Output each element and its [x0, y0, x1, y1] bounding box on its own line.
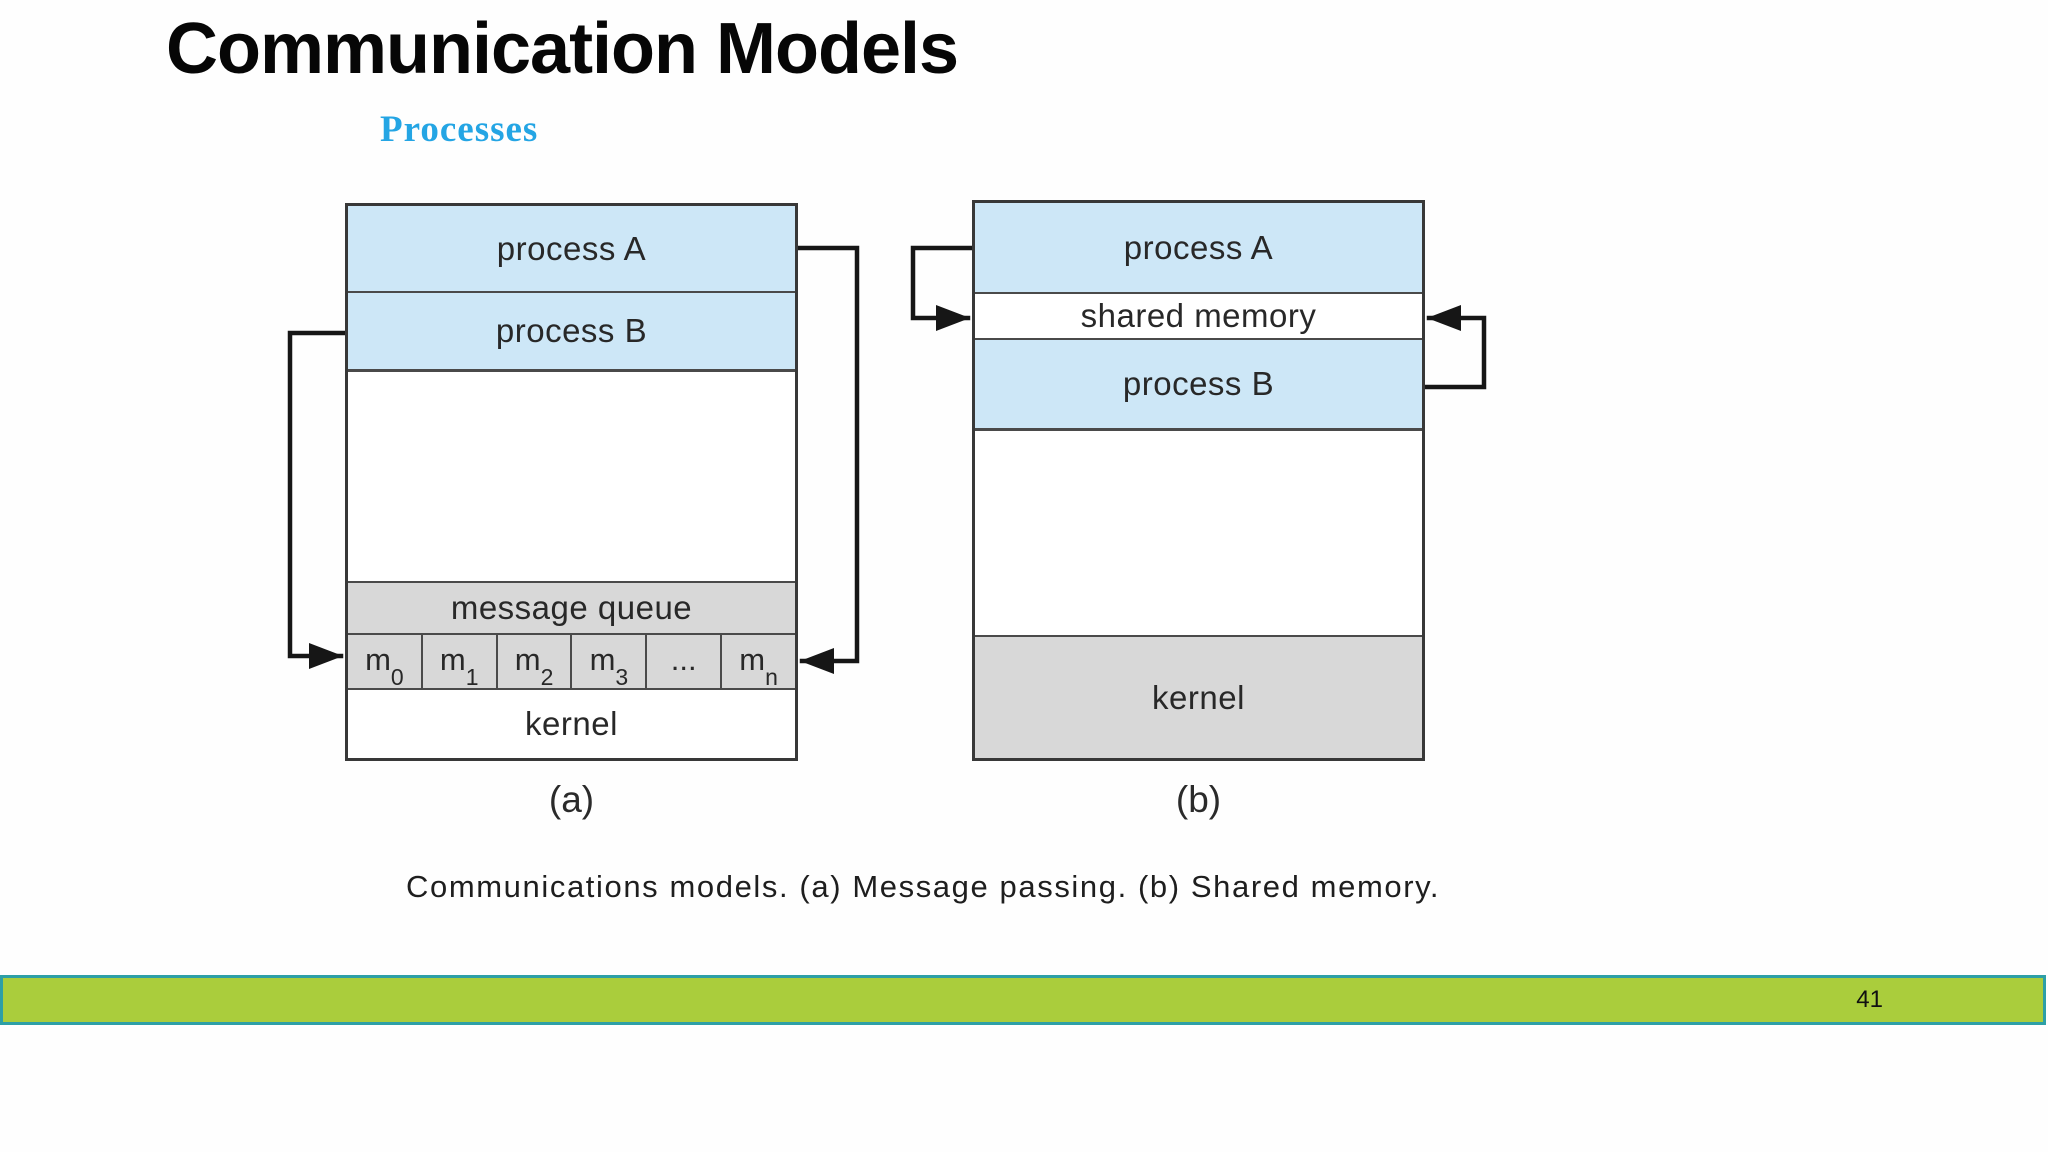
queue-cell-label: m0 — [365, 641, 404, 691]
arrow-process-a-to-queue — [793, 245, 860, 674]
figure-caption: Communications models. (a) Message passi… — [406, 869, 1441, 904]
queue-cell-m2: m2 — [495, 635, 571, 691]
diagram-a-process-a-row: process A — [348, 206, 795, 293]
diagram-b-process-b-row: process B — [975, 340, 1422, 431]
diagram-a-kernel-row: kernel — [348, 690, 795, 758]
queue-cell-m3: m3 — [570, 635, 646, 691]
arrow-process-b-to-shared-memory — [1420, 305, 1487, 390]
message-cells-row: m0 m1 m2 m3 ... mn — [348, 635, 795, 690]
queue-cell-label: ... — [670, 641, 697, 677]
diagram-a-empty-space — [348, 372, 795, 583]
footer-bar: 41 — [0, 975, 2046, 1025]
diagram-a-label: (a) — [548, 779, 595, 820]
queue-cell-m1: m1 — [420, 635, 496, 691]
diagram-b-kernel-row: kernel — [975, 637, 1422, 758]
arrow-process-b-to-queue — [287, 330, 350, 669]
queue-cell-mn: mn — [720, 635, 795, 691]
figure-heading: Processes — [380, 109, 539, 150]
diagram-a-process-b-row: process B — [348, 293, 795, 372]
diagram-b-process-a-row: process A — [975, 203, 1422, 294]
process-b-label: process B — [1122, 365, 1275, 402]
kernel-label: kernel — [525, 705, 618, 742]
queue-cell-ellipsis: ... — [645, 635, 721, 688]
message-queue-label: message queue — [450, 589, 693, 626]
shared-memory-label: shared memory — [1080, 297, 1317, 334]
arrow-process-a-to-shared-memory — [910, 245, 977, 331]
diagram-b-empty-space — [975, 431, 1422, 637]
page-title: Communication Models — [166, 9, 959, 89]
queue-cell-label: m1 — [439, 641, 479, 691]
diagram-b: process A shared memory process B kernel — [972, 200, 1425, 761]
queue-cell-label: m2 — [514, 641, 554, 691]
page-number: 41 — [1856, 986, 1883, 1013]
queue-cell-label: m3 — [589, 641, 629, 691]
shared-memory-row: shared memory — [975, 294, 1422, 340]
process-b-label: process B — [495, 312, 648, 349]
process-a-label: process A — [1123, 228, 1274, 266]
diagram-b-label: (b) — [1175, 779, 1222, 820]
diagram-a: process A process B message queue m0 m1 … — [345, 203, 798, 761]
queue-cell-m0: m0 — [348, 635, 421, 691]
kernel-label: kernel — [1152, 678, 1245, 716]
queue-cell-label: mn — [739, 641, 778, 691]
process-a-label: process A — [496, 229, 647, 267]
message-queue-row: message queue — [348, 583, 795, 635]
